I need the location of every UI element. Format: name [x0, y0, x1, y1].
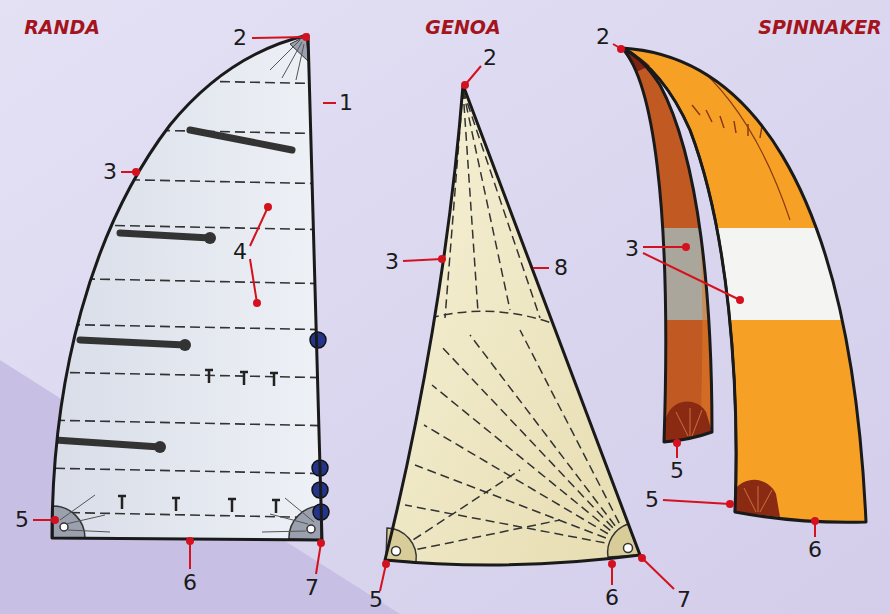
sail-title: SPINNAKER	[758, 18, 882, 37]
genoa-corners	[386, 524, 640, 562]
mainsail-corners	[53, 36, 321, 540]
reef-points	[118, 370, 280, 513]
sail-title: GENOA	[425, 18, 500, 37]
callout-number: 1	[339, 92, 353, 114]
mainsail-outline	[52, 35, 322, 540]
spinnaker-outline	[622, 48, 866, 522]
callout-number: 7	[305, 577, 319, 599]
mainsail	[40, 35, 340, 540]
callout-number: 5	[645, 489, 659, 511]
leader-lines	[33, 34, 818, 591]
spinnaker-front-outline	[622, 48, 712, 442]
callout-number: 2	[483, 47, 497, 69]
callout-number: 3	[103, 161, 117, 183]
genoa-seams	[390, 90, 632, 555]
genoa-cloth	[385, 85, 640, 565]
callout-number: 6	[183, 572, 197, 594]
callout-number: 8	[554, 257, 568, 279]
callout-number: 3	[625, 238, 639, 260]
callout-number: 5	[369, 589, 383, 611]
genoa	[385, 85, 640, 565]
sail-title: RANDA	[24, 18, 100, 37]
callout-number: 5	[15, 509, 29, 531]
callout-number: 6	[605, 587, 619, 609]
callout-number: 2	[233, 27, 247, 49]
genoa-outline	[385, 85, 640, 565]
callout-number: 2	[596, 26, 610, 48]
callout-number: 3	[385, 251, 399, 273]
mainsail-cloth	[52, 35, 322, 540]
spinnaker-seam	[622, 48, 736, 512]
callout-number: 7	[677, 589, 691, 611]
callout-number: 6	[808, 539, 822, 561]
callout-number: 5	[670, 460, 684, 482]
spinnaker	[622, 48, 880, 522]
callout-number: 4	[233, 241, 247, 263]
battens	[55, 130, 292, 453]
